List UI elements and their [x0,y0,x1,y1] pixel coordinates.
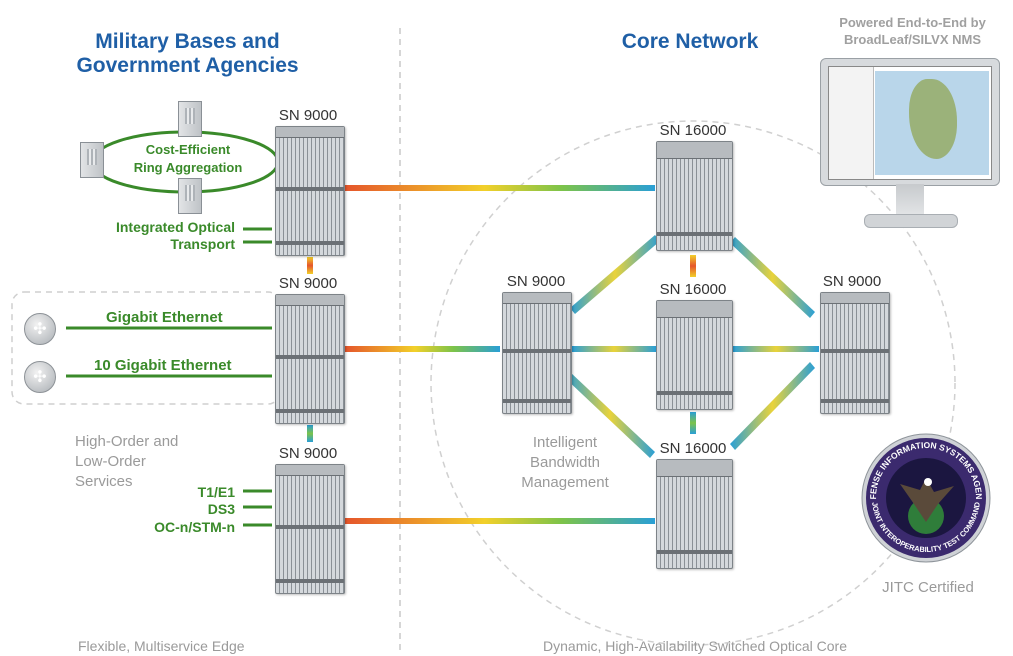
core-network-boundary [430,120,956,646]
router-icon: ✣ [24,313,56,345]
link-edge-top-mid [307,257,313,274]
link-core-mid-right [733,346,819,352]
core-left-label: SN 9000 [506,273,566,290]
sn9000-edge-bot [275,464,345,594]
sn9000-core-left [502,292,572,414]
jitc-label: JITC Certified [882,579,974,596]
ring-server-bottom [178,178,202,214]
router-icon: ✣ [24,361,56,393]
sn16000-core-bot [656,459,733,569]
core-right-label: SN 9000 [822,273,882,290]
link-edge-bot-core-bot [345,518,655,524]
ring-server-left [80,142,104,178]
edge-bot-label: SN 9000 [278,445,338,462]
link-core-top-mid [690,255,696,277]
core-section-title: Core Network [621,30,759,53]
core-top-label: SN 16000 [659,122,727,139]
sn9000-core-right [820,292,890,414]
access-group-boundary [11,291,281,405]
link-edge-top-core-top [345,185,655,191]
gige-label: Gigabit Ethernet [106,309,223,326]
nms-screen [828,66,992,180]
jitc-seal: DEFENSE INFORMATION SYSTEMS AGENCY JOINT… [860,432,991,563]
link-core-left-mid [572,346,656,352]
bandwidth-label: Intelligent Bandwidth Management [521,434,609,491]
edge-top-label: SN 9000 [278,107,338,124]
link-edge-mid-bot [307,425,313,442]
core-caption: Dynamic, High-Availability Switched Opti… [543,638,847,654]
sn9000-edge-top [275,126,345,256]
nms-caption: Powered End-to-End by BroadLeaf/SILVX NM… [839,15,986,47]
ds3-label: DS3 [207,501,235,517]
ring-server-top [178,101,202,137]
edge-mid-label: SN 9000 [278,275,338,292]
tengige-label: 10 Gigabit Ethernet [94,357,232,374]
sn9000-edge-mid [275,294,345,424]
link-core-right-bot [730,362,815,450]
services-label: High-Order and Low-Order Services [75,433,179,490]
core-bot-label: SN 16000 [659,440,727,457]
eagle-icon [900,478,954,522]
map-icon [909,79,957,159]
edge-caption: Flexible, Multiservice Edge [78,638,245,654]
optical-transport-label: Integrated Optical Transport [115,219,235,252]
nms-monitor [820,58,1000,238]
sn16000-core-top [656,141,733,251]
link-core-left-top [570,235,660,314]
ocn-label: OC-n/STM-n [154,519,235,535]
link-core-left-bot [565,372,655,458]
link-core-mid-bot [690,412,696,434]
core-mid-label: SN 16000 [659,281,727,298]
ring-label: Cost-Efficient Ring Aggregation [133,142,243,175]
t1e1-label: T1/E1 [197,484,235,500]
sn16000-core-mid [656,300,733,410]
edge-section-title: Military Bases and Government Agencies [76,30,299,77]
link-edge-mid-core-left [345,346,500,352]
link-core-top-right [730,237,815,318]
